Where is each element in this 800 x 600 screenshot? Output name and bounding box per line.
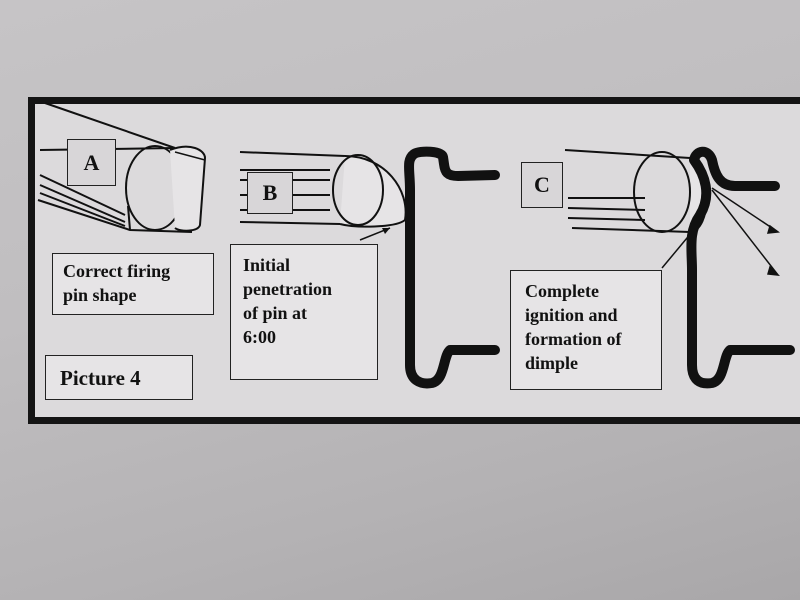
firing-pin-b xyxy=(239,151,407,228)
caption-b: Initial penetration of pin at 6:00 xyxy=(230,244,378,380)
caption-c-line-2: ignition and xyxy=(525,305,618,325)
primer-cup-b xyxy=(404,146,500,389)
panel-letter-b: B xyxy=(247,172,293,214)
panel-letter-c: C xyxy=(521,162,563,208)
caption-c-line-3: formation of xyxy=(525,329,622,349)
panel-letter-a: A xyxy=(67,139,116,186)
caption-b-line-1: Initial xyxy=(243,255,291,275)
caption-c-line-4: dimple xyxy=(525,353,579,373)
caption-a-line-1: Correct firing xyxy=(63,261,171,281)
caption-b-line-4: 6:00 xyxy=(243,327,276,347)
gas-arrows xyxy=(711,187,781,276)
caption-c-line-1: Complete xyxy=(525,281,599,301)
firing-pin-a xyxy=(37,102,207,233)
caption-a: Correct firing pin shape xyxy=(52,253,214,315)
caption-b-line-3: of pin at xyxy=(243,303,308,323)
caption-b-line-2: penetration xyxy=(243,279,332,299)
caption-c: Complete ignition and formation of dimpl… xyxy=(510,270,662,390)
caption-a-line-2: pin shape xyxy=(63,285,137,305)
figure-label: Picture 4 xyxy=(45,355,193,400)
firing-pin-c xyxy=(564,149,708,233)
primer-cup-c xyxy=(686,146,795,389)
